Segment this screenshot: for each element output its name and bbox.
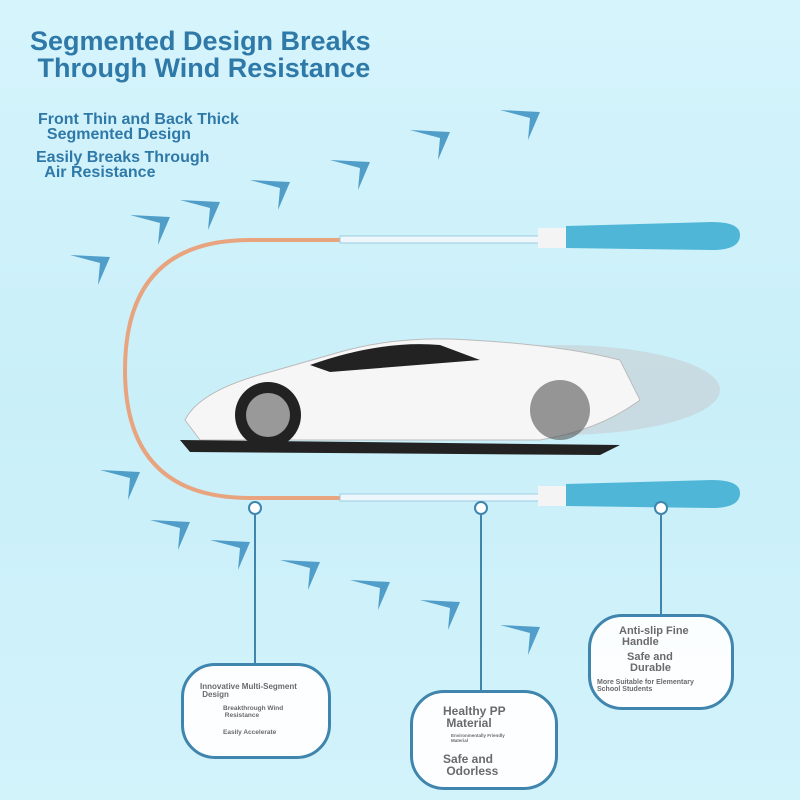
callout-text: Anti-slip Fine Handle	[619, 625, 689, 648]
chevron-icon	[100, 470, 140, 500]
chevron-icon	[410, 130, 450, 160]
callout-lines	[248, 501, 668, 692]
chevron-icon	[500, 625, 540, 655]
wind-chevron-icons	[70, 110, 540, 655]
chevron-icon	[500, 110, 540, 140]
chevron-icon	[330, 160, 370, 190]
callout-text: Safe and Durable	[627, 651, 673, 674]
headline: Segmented Design Breaks Through Wind Res…	[30, 26, 371, 83]
feature-thin-thick: Front Thin and Back Thick Segmented Desi…	[38, 111, 239, 143]
callout-handle: Anti-slip Fine Handle Safe and Durable M…	[588, 614, 734, 710]
chevron-icon	[150, 520, 190, 550]
handle-bottom	[339, 480, 740, 508]
callout-text: More Suitable for Elementary School Stud…	[597, 679, 694, 693]
chevron-icon	[420, 600, 460, 630]
chevron-icon	[210, 540, 250, 570]
callout-text: Easily Accelerate	[223, 729, 277, 736]
jump-rope-cord	[122, 238, 340, 500]
callout-text: Healthy PP Material	[443, 704, 506, 730]
sports-car	[180, 338, 720, 455]
chevron-icon	[350, 580, 390, 610]
callout-text: Environmentally Friendly Material	[451, 733, 505, 743]
chevron-icon	[180, 200, 220, 230]
chevron-icon	[280, 560, 320, 590]
callout-multi-segment: Innovative Multi-Segment Design Breakthr…	[181, 663, 331, 759]
callout-text: Innovative Multi-Segment Design	[200, 682, 297, 699]
chevron-icon	[130, 215, 170, 245]
feature-air-resistance: Easily Breaks Through Air Resistance	[36, 149, 210, 181]
callout-text: Breakthrough Wind Resistance	[223, 705, 284, 719]
callout-text: Safe and Odorless	[443, 752, 499, 778]
handle-top	[339, 222, 740, 250]
callout-pp-material: Healthy PP Material Environmentally Frie…	[410, 690, 558, 790]
chevron-icon	[250, 180, 290, 210]
chevron-icon	[70, 255, 110, 285]
